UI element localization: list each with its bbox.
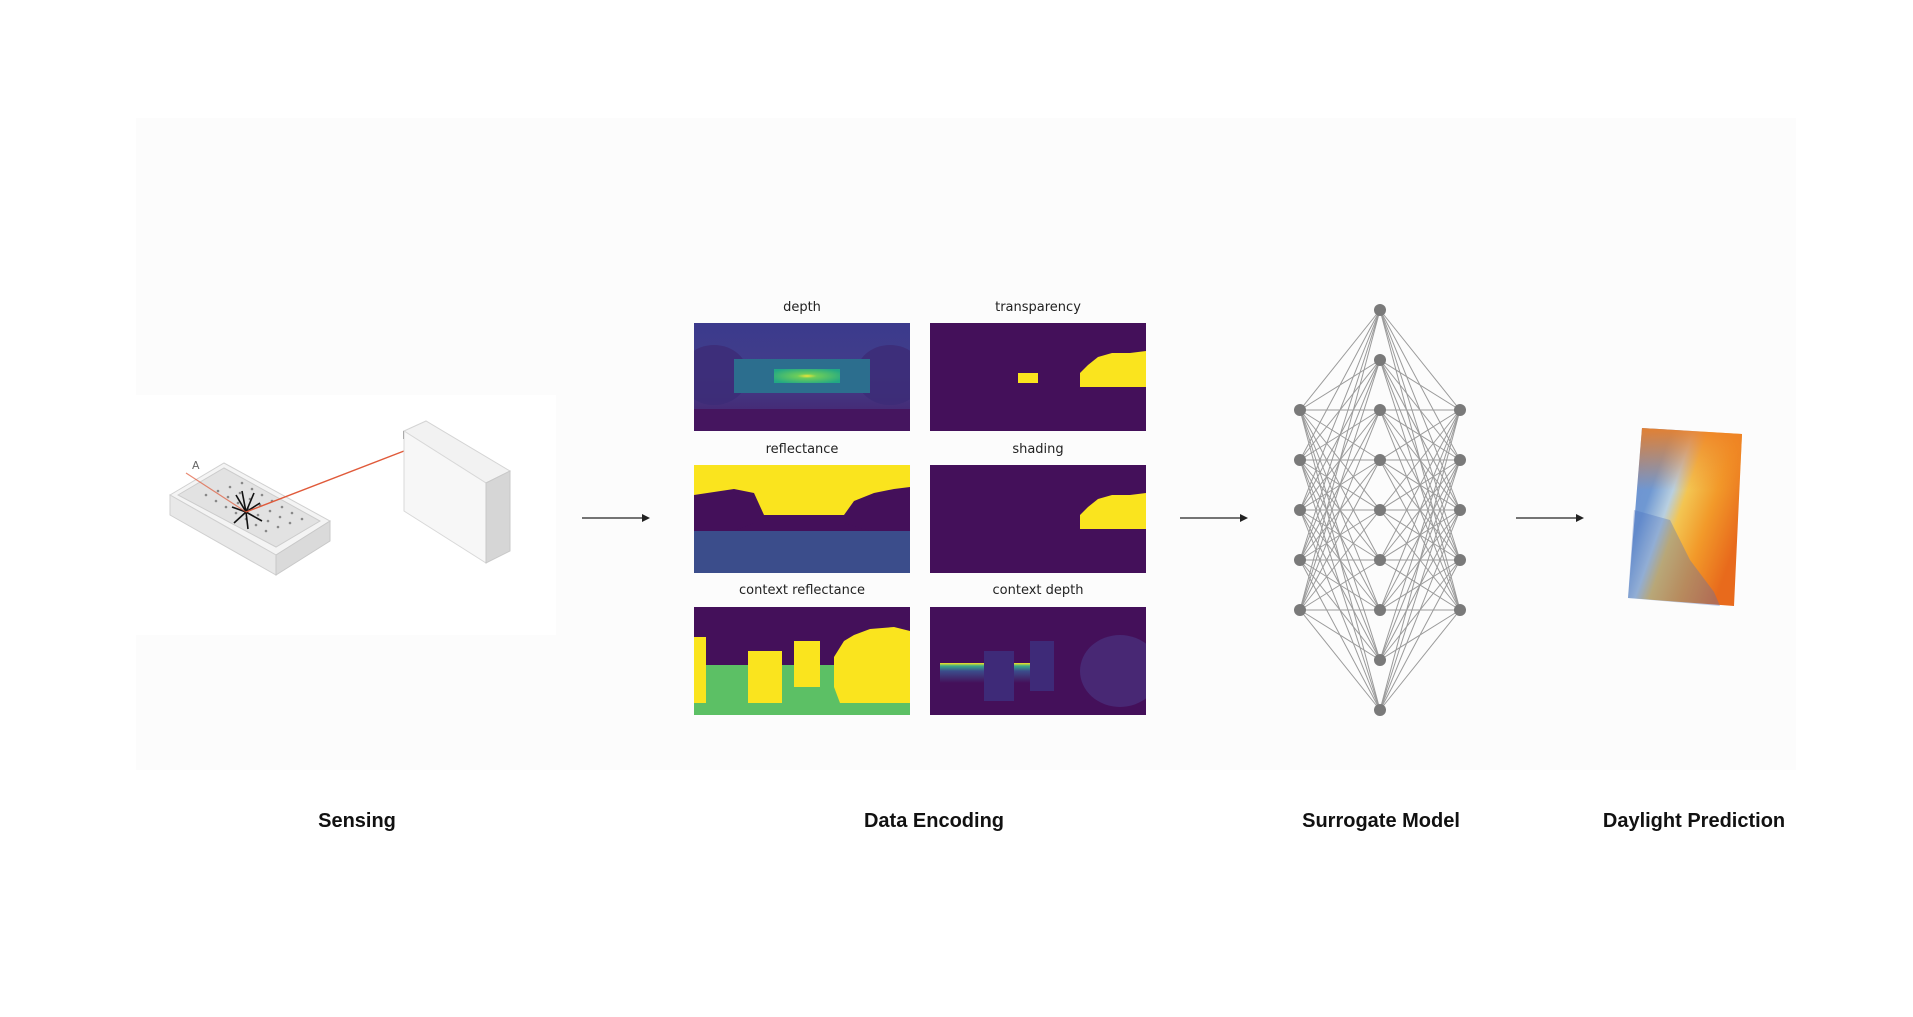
network-node (1454, 604, 1466, 616)
daylight-heatmap (1628, 428, 1742, 606)
room-model (169, 462, 331, 576)
encoding-title-depth: depth (783, 300, 821, 315)
network-edge (1379, 409, 1461, 711)
stage-label-daylight-prediction: Daylight Prediction (1602, 810, 1786, 832)
network-edge (1299, 609, 1381, 661)
network-edge (1299, 359, 1381, 611)
network-node (1374, 304, 1386, 316)
network-node (1374, 404, 1386, 416)
network-node (1374, 504, 1386, 516)
network-node (1294, 454, 1306, 466)
network-edge (1299, 459, 1381, 611)
shading-map-image (930, 465, 1146, 573)
network-edge (1299, 309, 1381, 461)
sensing-scene: A B (136, 395, 556, 635)
flow-arrow (1516, 514, 1584, 522)
flow-arrow (1180, 514, 1248, 522)
network-edge (1379, 509, 1461, 711)
network-edge (1299, 509, 1381, 611)
flow-arrow (582, 514, 650, 522)
stage-label-data-encoding: Data Encoding (863, 810, 1005, 832)
network-edge (1379, 409, 1461, 511)
network-edge (1379, 309, 1461, 411)
network-node (1294, 554, 1306, 566)
network-node (1374, 354, 1386, 366)
network-edge (1379, 459, 1461, 711)
context-depth-map-image (930, 607, 1146, 715)
encoding-title-reflectance: reflectance (765, 442, 839, 457)
transparency-map-image (930, 323, 1146, 431)
reflectance-map-image (694, 465, 910, 573)
network-node (1454, 404, 1466, 416)
network-node (1294, 604, 1306, 616)
network-edge (1299, 309, 1381, 511)
depth-map-image (694, 323, 910, 431)
network-edge (1299, 309, 1381, 561)
network-edge (1379, 409, 1461, 661)
network-edge (1299, 309, 1381, 611)
network-edge (1299, 309, 1381, 411)
network-edge (1379, 609, 1461, 711)
network-edge (1379, 359, 1461, 411)
network-node (1454, 554, 1466, 566)
stage-label-surrogate-model: Surrogate Model (1302, 810, 1460, 832)
network-node (1294, 504, 1306, 516)
context-building (402, 420, 512, 564)
neural-network-icon (1294, 304, 1466, 716)
network-node (1294, 404, 1306, 416)
network-edge (1379, 409, 1461, 561)
network-node (1454, 454, 1466, 466)
network-edge (1379, 559, 1461, 711)
point-a-label: A (192, 459, 200, 472)
network-edge (1379, 409, 1461, 611)
encoding-title-shading: shading (1012, 442, 1064, 457)
network-node (1374, 604, 1386, 616)
view-ray (185, 472, 247, 513)
network-edge (1379, 409, 1461, 461)
network-node (1374, 554, 1386, 566)
view-ray (245, 450, 405, 513)
network-node (1374, 704, 1386, 716)
encoding-title-context-reflectance: context reflectance (739, 583, 865, 598)
context-reflectance-map-image (694, 607, 910, 715)
network-edge (1299, 409, 1381, 611)
stage-label-sensing: Sensing (318, 810, 396, 832)
network-node (1374, 454, 1386, 466)
network-edge (1299, 559, 1381, 611)
network-edge (1299, 609, 1381, 711)
encoding-title-transparency: transparency (995, 300, 1081, 315)
network-node (1374, 654, 1386, 666)
encoding-title-context-depth: context depth (992, 583, 1084, 598)
network-node (1454, 504, 1466, 516)
